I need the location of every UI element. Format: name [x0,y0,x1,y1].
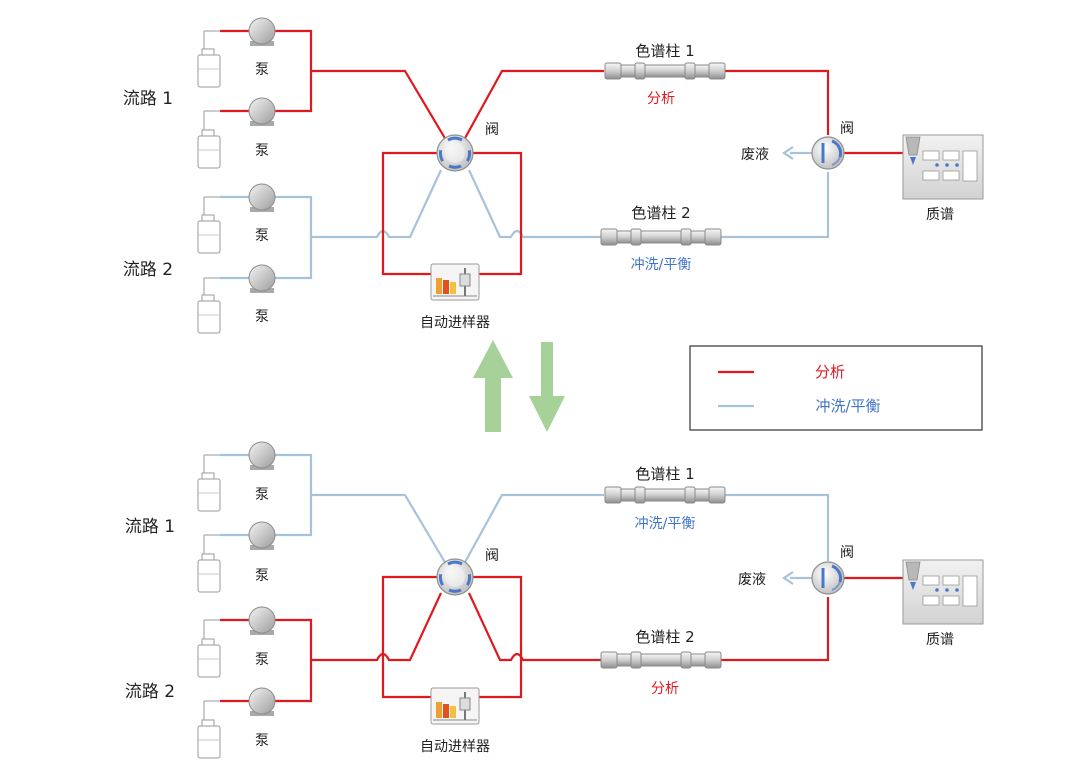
column-2-mode: 冲洗/平衡 [631,257,692,273]
autosampler-label: 自动进样器 [420,739,490,755]
legend: 分析 冲洗/平衡 [689,345,983,431]
valve-label: 阀 [840,121,854,137]
flow-path-2-label: 流路 2 [123,260,173,280]
autosampler-icon [430,263,480,301]
switching-valve-icon [810,135,846,171]
valve-label: 阀 [485,122,499,138]
six-port-valve-icon [435,133,475,173]
valve-label: 阀 [485,548,499,564]
autosampler-icon [430,687,480,725]
solvent-bottle-icon [197,48,221,88]
pump-icon [248,183,276,213]
pump-label: 泵 [255,143,269,159]
column-1-label: 色谱柱 1 [635,42,694,60]
bottom-flush-lines [220,453,830,585]
column-1-mode: 冲洗/平衡 [635,516,696,532]
switching-valve-icon [810,560,846,596]
waste-label: 废液 [741,147,769,163]
flow-path-2-label: 流路 2 [125,682,175,702]
solvent-bottle-icon [197,553,221,593]
top-flush-lines [220,146,830,280]
solvent-bottle-icon [197,214,221,254]
column-2-label: 色谱柱 2 [635,628,694,646]
pump-label: 泵 [255,228,269,244]
mass-spec-label: 质谱 [926,207,954,223]
pump-icon [248,17,276,47]
bottom-panel: 泵 泵 泵 泵 流路 1 流路 2 阀 自动进样器 色谱柱 1 冲洗/平衡 色谱… [125,441,984,759]
bottom-analysis-lines [220,575,904,703]
arrow-up-icon [473,340,513,432]
pump-label: 泵 [255,652,269,668]
flow-path-1-label: 流路 1 [123,89,173,109]
solvent-bottle-icon [197,719,221,759]
arrow-down-icon [529,342,565,432]
solvent-bottle-icon [197,638,221,678]
flow-path-1-label: 流路 1 [125,517,175,537]
column-1-mode: 分析 [647,91,675,107]
column-icon [604,486,726,504]
legend-flush-label: 冲洗/平衡 [815,397,880,415]
six-port-valve-icon [435,557,475,597]
column-2-mode: 分析 [651,681,679,697]
pump-icon [248,97,276,127]
pump-label: 泵 [255,309,269,325]
top-panel: 泵 泵 泵 泵 流路 1 流路 2 阀 自动进样器 色谱柱 1 分析 色谱柱 2… [123,17,984,334]
autosampler-label: 自动进样器 [420,315,490,331]
solvent-bottle-icon [197,129,221,169]
pump-icon [248,687,276,717]
column-1-label: 色谱柱 1 [635,465,694,483]
pump-label: 泵 [255,568,269,584]
pump-icon [248,264,276,294]
waste-label: 废液 [738,572,766,588]
legend-analysis-label: 分析 [815,363,845,381]
pump-label: 泵 [255,733,269,749]
pump-icon [248,521,276,551]
solvent-bottle-icon [197,472,221,512]
valve-label: 阀 [840,545,854,561]
column-icon [604,62,726,80]
pump-label: 泵 [255,487,269,503]
pump-label: 泵 [255,62,269,78]
mass-spectrometer-icon [902,559,984,625]
column-icon [600,651,722,669]
mass-spec-label: 质谱 [926,632,954,648]
pump-icon [248,441,276,471]
pump-icon [248,606,276,636]
top-flow1-bottles [197,30,221,334]
column-2-label: 色谱柱 2 [631,204,690,222]
switch-arrows [473,340,565,432]
column-icon [600,228,722,246]
solvent-bottle-icon [197,294,221,334]
mass-spectrometer-icon [902,134,984,200]
